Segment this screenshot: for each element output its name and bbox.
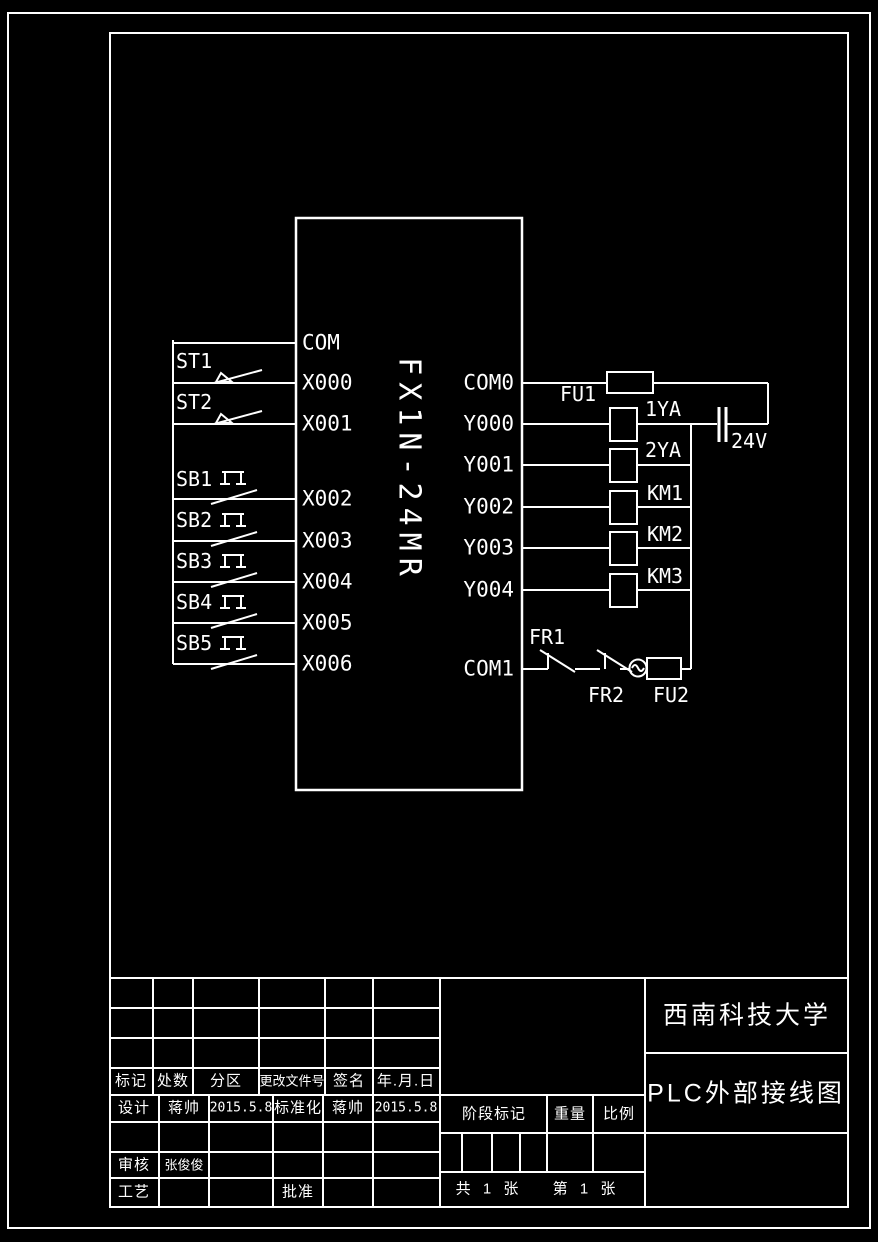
pin-label-x000: X000 xyxy=(302,370,353,395)
device-label-sb4: SB4 xyxy=(176,590,213,614)
tb-design-name: 蒋帅 xyxy=(167,1099,201,1117)
tb-header-file-no: 更改文件号 xyxy=(259,1073,325,1089)
tb-header-date: 年.月.日 xyxy=(376,1072,436,1090)
coil-1ya-symbol xyxy=(610,408,637,441)
pin-label-x003: X003 xyxy=(302,528,353,553)
pin-label-x005: X005 xyxy=(302,610,353,635)
output-coils xyxy=(522,408,717,669)
pin-label-y002: Y002 xyxy=(463,494,514,519)
com0-circuit xyxy=(522,372,768,424)
inner-border xyxy=(110,33,848,1207)
pin-label-x001: X001 xyxy=(302,411,353,436)
tb-audit-label: 审核 xyxy=(117,1156,151,1174)
device-label-km2: KM2 xyxy=(646,522,684,546)
pin-label-x004: X004 xyxy=(302,569,353,594)
pin-label-x002: X002 xyxy=(302,486,353,511)
outer-border xyxy=(8,13,870,1228)
coil-km1-symbol xyxy=(610,491,637,524)
device-label-km3: KM3 xyxy=(646,564,684,588)
tb-weight-label: 重量 xyxy=(553,1105,587,1123)
com1-circuit xyxy=(522,649,691,679)
tb-header-zone: 分区 xyxy=(209,1072,243,1090)
input-bus xyxy=(173,340,296,664)
device-label-sb5: SB5 xyxy=(176,631,213,655)
pin-label-com1: COM1 xyxy=(463,656,514,681)
fuse-fu2-symbol xyxy=(647,658,681,679)
tb-audit-name: 张俊俊 xyxy=(164,1157,204,1173)
device-label-st2: ST2 xyxy=(176,390,213,414)
tb-standardization-label: 标准化 xyxy=(273,1099,323,1117)
tb-scale-label: 比例 xyxy=(602,1105,636,1123)
device-label-2ya: 2YA xyxy=(644,438,682,462)
title-block-grid xyxy=(110,978,848,1207)
company-name: 西南科技大学 xyxy=(662,1001,832,1030)
sb-contact-symbols xyxy=(210,471,258,670)
pin-label-x006: X006 xyxy=(302,651,353,676)
st-contact-symbols xyxy=(213,369,263,425)
pin-label-y004: Y004 xyxy=(463,577,514,602)
pin-label-y001: Y001 xyxy=(463,452,514,477)
pin-label-y000: Y000 xyxy=(463,411,514,436)
device-label-fu1: FU1 xyxy=(559,382,597,406)
fuse-fu1-symbol xyxy=(607,372,653,393)
device-label-km1: KM1 xyxy=(646,481,684,505)
device-label-st1: ST1 xyxy=(176,349,213,373)
power-supply-label: 24V xyxy=(731,429,768,453)
tb-sheet-total: 共 1 张 xyxy=(455,1180,523,1198)
drawing-title: PLC外部接线图 xyxy=(647,1079,845,1108)
tb-design-date: 2015.5.8 xyxy=(209,1100,273,1116)
tb-sheet-no: 第 1 张 xyxy=(552,1180,620,1198)
device-label-1ya: 1YA xyxy=(644,397,682,421)
tb-design-label: 设计 xyxy=(117,1099,151,1117)
tb-process-label: 工艺 xyxy=(117,1183,151,1201)
battery-24v-symbol xyxy=(719,407,726,442)
tb-approve-label: 批准 xyxy=(281,1183,315,1201)
plc-box xyxy=(296,218,522,790)
coil-km2-symbol xyxy=(610,532,637,565)
coil-2ya-symbol xyxy=(610,449,637,482)
coil-km3-symbol xyxy=(610,574,637,607)
tb-standardization-date: 2015.5.8 xyxy=(374,1100,438,1116)
pin-label-com0: COM0 xyxy=(463,370,514,395)
device-label-sb3: SB3 xyxy=(176,549,213,573)
tb-header-signature: 签名 xyxy=(332,1072,366,1090)
device-label-fr2: FR2 xyxy=(587,683,625,707)
device-label-sb2: SB2 xyxy=(176,508,213,532)
sine-glyph xyxy=(632,665,644,671)
pin-label-y003: Y003 xyxy=(463,535,514,560)
plc-model-label: FX1N-24MR xyxy=(391,357,427,583)
device-label-sb1: SB1 xyxy=(176,467,213,491)
pin-label-com: COM xyxy=(302,330,340,355)
tb-stage-mark-label: 阶段标记 xyxy=(461,1105,527,1123)
tb-header-count: 处数 xyxy=(156,1072,190,1090)
device-label-fu2: FU2 xyxy=(652,683,690,707)
device-label-fr1: FR1 xyxy=(528,625,566,649)
tb-standardization-name: 蒋帅 xyxy=(331,1099,365,1117)
tb-header-mark: 标记 xyxy=(114,1072,148,1090)
